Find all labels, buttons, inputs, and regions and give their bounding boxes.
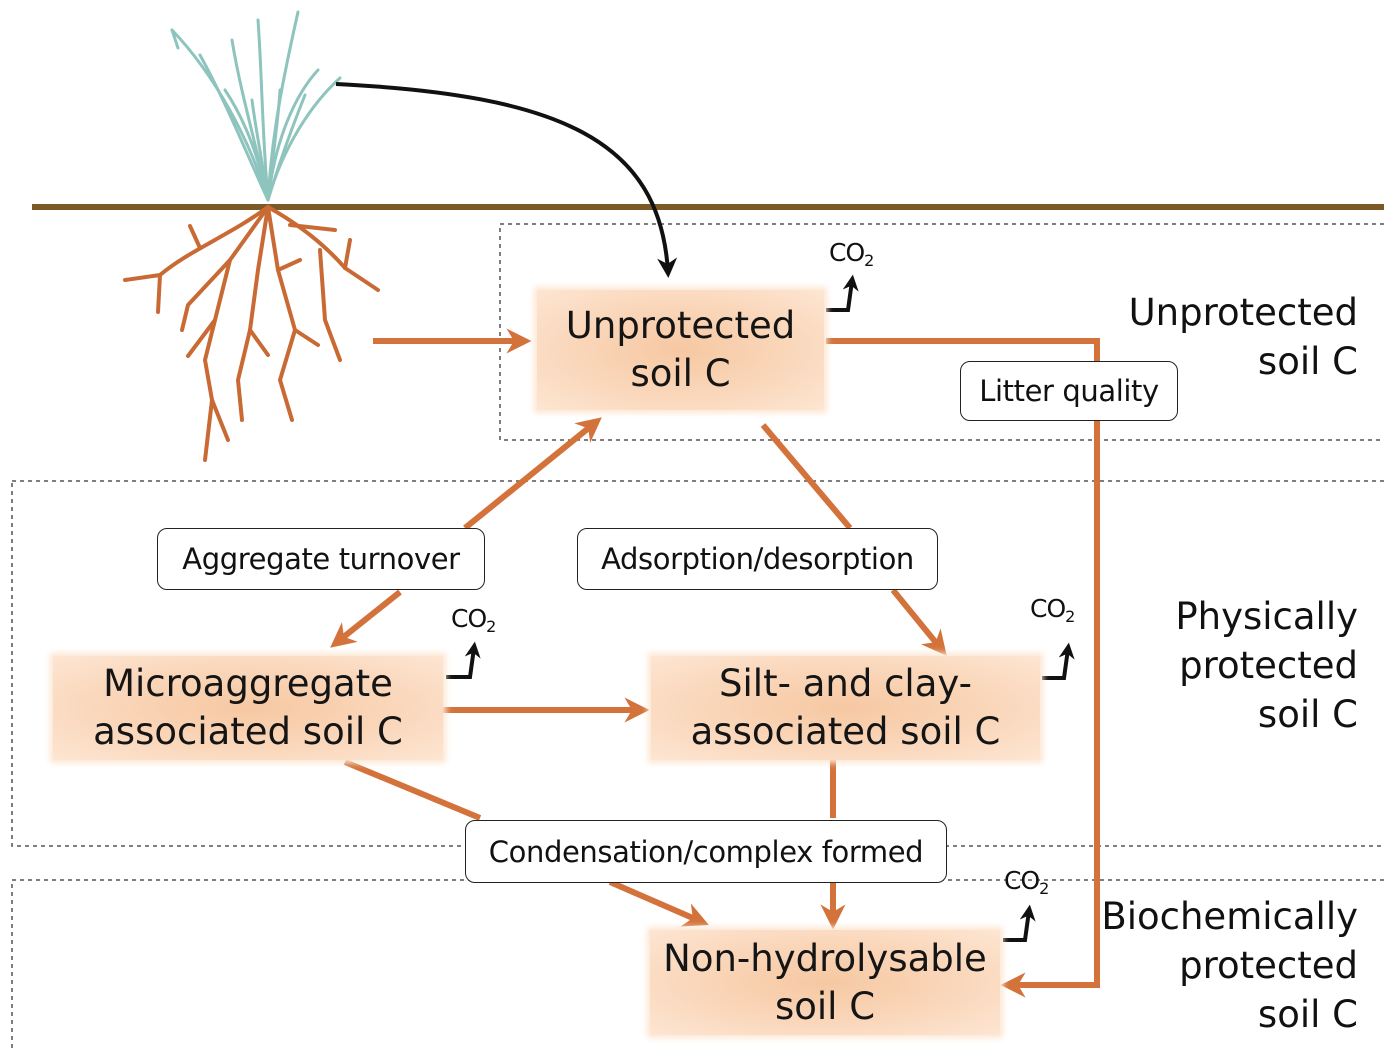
co2-label-silt: CO2 [1030,594,1074,626]
co2-subscript: 2 [864,251,873,270]
zone-biochemical-line-2: protected [1101,941,1358,990]
grass-blades [172,12,340,200]
unprotected-soil-c-box: Unprotected soil C [537,290,824,410]
zone-biochemical-line-3: soil C [1101,990,1358,1039]
micro-box-line-1: Microaggregate [93,660,403,708]
co2-subscript: 2 [1039,879,1048,898]
silt-clay-soil-c-box: Silt- and clay- associated soil C [651,656,1040,760]
co2-label-unprotected: CO2 [829,238,873,270]
zone-physical-line-3: soil C [1175,690,1358,739]
co2-text: CO [1030,594,1065,623]
silt-box-line-2: associated soil C [691,708,1001,756]
zone-physical-line-1: Physically [1175,592,1358,641]
unprotected-box-line-1: Unprotected [566,302,795,350]
condensation-label: Condensation/complex formed [465,820,947,883]
silt-box-line-1: Silt- and clay- [691,660,1001,708]
zone-label-physical: Physically protected soil C [1175,592,1358,739]
micro-box-line-2: associated soil C [93,708,403,756]
litter-input-arrow [336,84,668,272]
nonhydro-box-line-2: soil C [663,983,987,1031]
unprotected-box-line-2: soil C [566,350,795,398]
roots [125,207,378,460]
co2-subscript: 2 [1065,607,1074,626]
aggregate-turnover-label: Aggregate turnover [157,528,485,590]
microaggregate-soil-c-box: Microaggregate associated soil C [53,656,443,760]
zone-unprotected-line-2: soil C [1129,337,1358,386]
non-hydrolysable-soil-c-box: Non-hydrolysable soil C [650,930,1000,1035]
co2-subscript: 2 [486,617,495,636]
zone-label-biochemical: Biochemically protected soil C [1101,892,1358,1039]
co2-text: CO [829,238,864,267]
zone-unprotected-line-1: Unprotected [1129,288,1358,337]
adsorption-desorption-label: Adsorption/desorption [577,528,938,590]
nonhydro-box-line-1: Non-hydrolysable [663,935,987,983]
zone-biochemical-line-1: Biochemically [1101,892,1358,941]
co2-label-micro: CO2 [451,604,495,636]
zone-label-unprotected: Unprotected soil C [1129,288,1358,386]
co2-text: CO [451,604,486,633]
co2-text: CO [1004,866,1039,895]
co2-label-nonhydro: CO2 [1004,866,1048,898]
zone-physical-line-2: protected [1175,641,1358,690]
